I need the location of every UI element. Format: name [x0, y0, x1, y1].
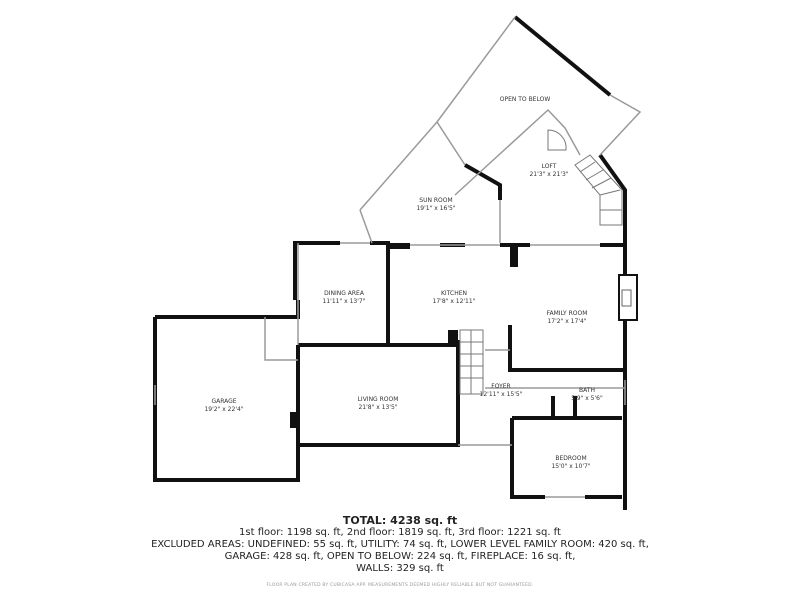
room-label-open-to-below: OPEN TO BELOW	[499, 96, 551, 103]
excluded-areas-1: EXCLUDED AREAS: UNDEFINED: 55 sq. ft, UT…	[151, 539, 649, 550]
total-area: TOTAL: 4238 sq. ft	[342, 514, 458, 527]
thick-walls	[153, 15, 627, 510]
fireplace	[618, 274, 638, 321]
fixtures	[290, 243, 518, 428]
disclaimer: FLOOR PLAN CREATED BY CUBICASA APP. MEAS…	[266, 583, 534, 588]
thin-walls-windows	[154, 16, 642, 498]
walls-area: WALLS: 329 sq. ft	[356, 563, 444, 574]
excluded-areas-2: GARAGE: 428 sq. ft, OPEN TO BELOW: 224 s…	[224, 551, 576, 562]
stairs	[459, 129, 623, 395]
floor-areas: 1st floor: 1198 sq. ft, 2nd floor: 1819 …	[239, 527, 561, 538]
area-summary: TOTAL: 4238 sq. ft 1st floor: 1198 sq. f…	[0, 514, 800, 588]
